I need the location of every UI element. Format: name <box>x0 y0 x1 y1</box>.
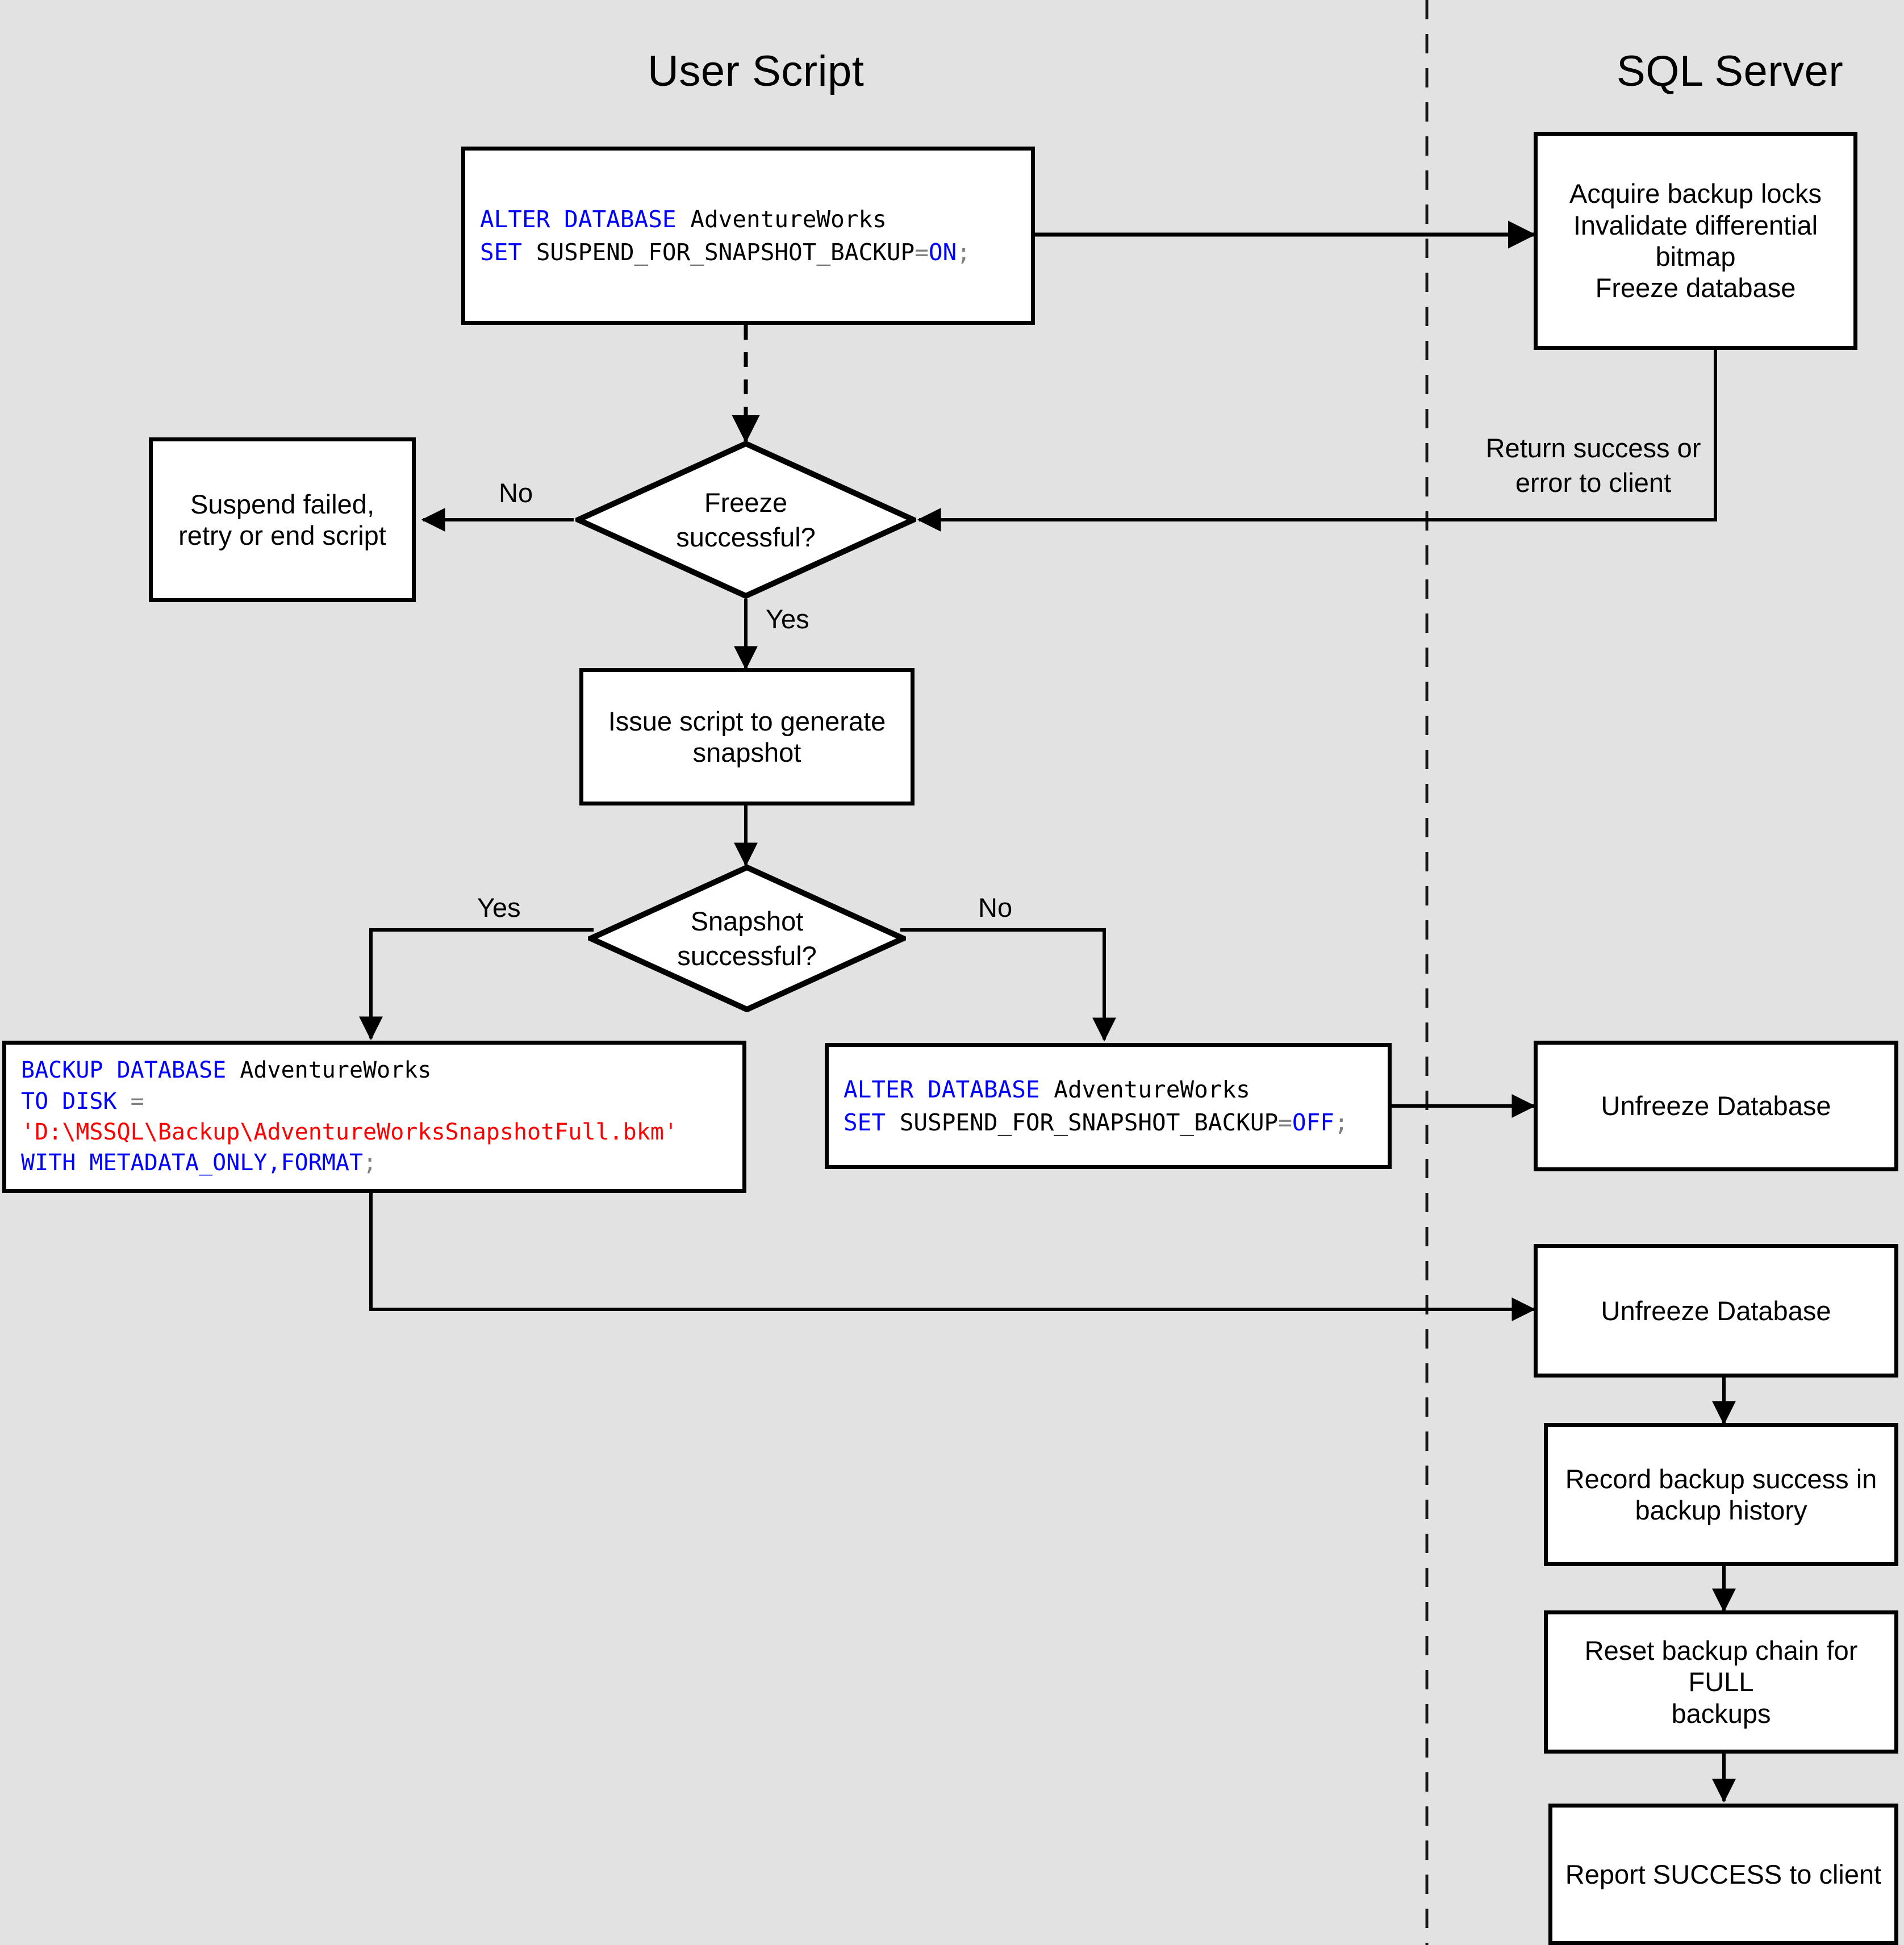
unfreeze-database-box-2[interactable]: Unfreeze Database <box>1534 1244 1898 1378</box>
acquire-backup-locks-box[interactable]: Acquire backup locks Invalidate differen… <box>1534 132 1857 350</box>
record-backup-success-box[interactable]: Record backup success in backup history <box>1544 1423 1898 1566</box>
edge-label-freeze-yes: Yes <box>766 604 809 634</box>
suspend-failed-box[interactable]: Suspend failed, retry or end script <box>149 437 416 602</box>
sql-operator: = <box>1278 1109 1292 1136</box>
sql-keyword: SET <box>480 239 523 266</box>
unfreeze-database-label-2: Unfreeze Database <box>1601 1295 1831 1326</box>
sql-keyword: ALTER DATABASE <box>480 205 677 233</box>
issue-script-box[interactable]: Issue script to generate snapshot <box>579 668 915 805</box>
edge-label-snapshot-yes: Yes <box>477 892 521 923</box>
sql-string-path: 'D:\MSSQL\Backup\AdventureWorksSnapshotF… <box>21 1119 678 1145</box>
lane-title-sql-server: SQL Server <box>1617 47 1844 95</box>
record-backup-success-label: Record backup success in backup history <box>1565 1463 1877 1525</box>
sql-object: AdventureWorks <box>226 1057 432 1084</box>
sql-value: ON <box>928 239 957 266</box>
reset-backup-chain-label: Reset backup chain for FULL backups <box>1584 1635 1858 1729</box>
alter-database-suspend-off-box[interactable]: ALTER DATABASE AdventureWorks SET SUSPEN… <box>825 1043 1392 1169</box>
sql-option: SUSPEND_FOR_SNAPSHOT_BACKUP <box>886 1109 1279 1136</box>
sql-operator: = <box>130 1088 144 1115</box>
snapshot-diamond-shape <box>583 864 911 1013</box>
sql-keyword: TO DISK <box>21 1088 131 1115</box>
reset-backup-chain-box[interactable]: Reset backup chain for FULL backups <box>1544 1610 1898 1754</box>
unfreeze-database-label-1: Unfreeze Database <box>1601 1091 1831 1121</box>
sql-option: SUSPEND_FOR_SNAPSHOT_BACKUP <box>522 239 915 266</box>
sql-terminator: ; <box>363 1150 377 1176</box>
edge-snapshot-no-to-alteroff <box>900 928 1116 1042</box>
backup-database-box[interactable]: BACKUP DATABASE AdventureWorks TO DISK =… <box>2 1041 746 1193</box>
report-success-label: Report SUCCESS to client <box>1565 1859 1882 1889</box>
sql-value: OFF <box>1292 1109 1334 1136</box>
lane-title-user-script: User Script <box>648 47 865 95</box>
suspend-failed-label: Suspend failed, retry or end script <box>178 489 386 550</box>
snapshot-successful-diamond[interactable]: Snapshot successful? <box>583 864 911 1013</box>
edge-label-snapshot-no: No <box>978 892 1013 923</box>
sql-terminator: ; <box>1334 1109 1348 1136</box>
edge-backup-to-unfreeze2 <box>369 1193 1536 1321</box>
sql-terminator: ; <box>957 239 971 266</box>
sql-keyword: SET <box>844 1109 886 1136</box>
sql-operator: = <box>915 239 929 266</box>
alter-database-suspend-on-box[interactable]: ALTER DATABASE AdventureWorks SET SUSPEN… <box>461 147 1035 325</box>
report-success-box[interactable]: Report SUCCESS to client <box>1548 1804 1898 1945</box>
freeze-diamond-shape <box>571 440 921 599</box>
sql-keyword: BACKUP DATABASE <box>21 1057 227 1084</box>
sql-keyword: ALTER DATABASE <box>844 1075 1040 1103</box>
edge-snapshot-yes-to-backup <box>359 928 594 1041</box>
sql-keyword: WITH METADATA_ONLY,FORMAT <box>21 1150 364 1176</box>
unfreeze-database-box-1[interactable]: Unfreeze Database <box>1534 1041 1898 1171</box>
snapshot-successful-label: Snapshot successful? <box>677 905 817 971</box>
sql-object: AdventureWorks <box>676 205 887 233</box>
sql-object: AdventureWorks <box>1039 1075 1250 1103</box>
edge-label-return-status: Return success or error to client <box>1485 433 1701 498</box>
freeze-successful-label: Freeze successful? <box>676 487 816 552</box>
acquire-backup-locks-label: Acquire backup locks Invalidate differen… <box>1569 178 1822 303</box>
freeze-successful-diamond[interactable]: Freeze successful? <box>571 440 921 599</box>
edge-label-freeze-no: No <box>499 478 533 508</box>
issue-script-label: Issue script to generate snapshot <box>608 706 886 767</box>
